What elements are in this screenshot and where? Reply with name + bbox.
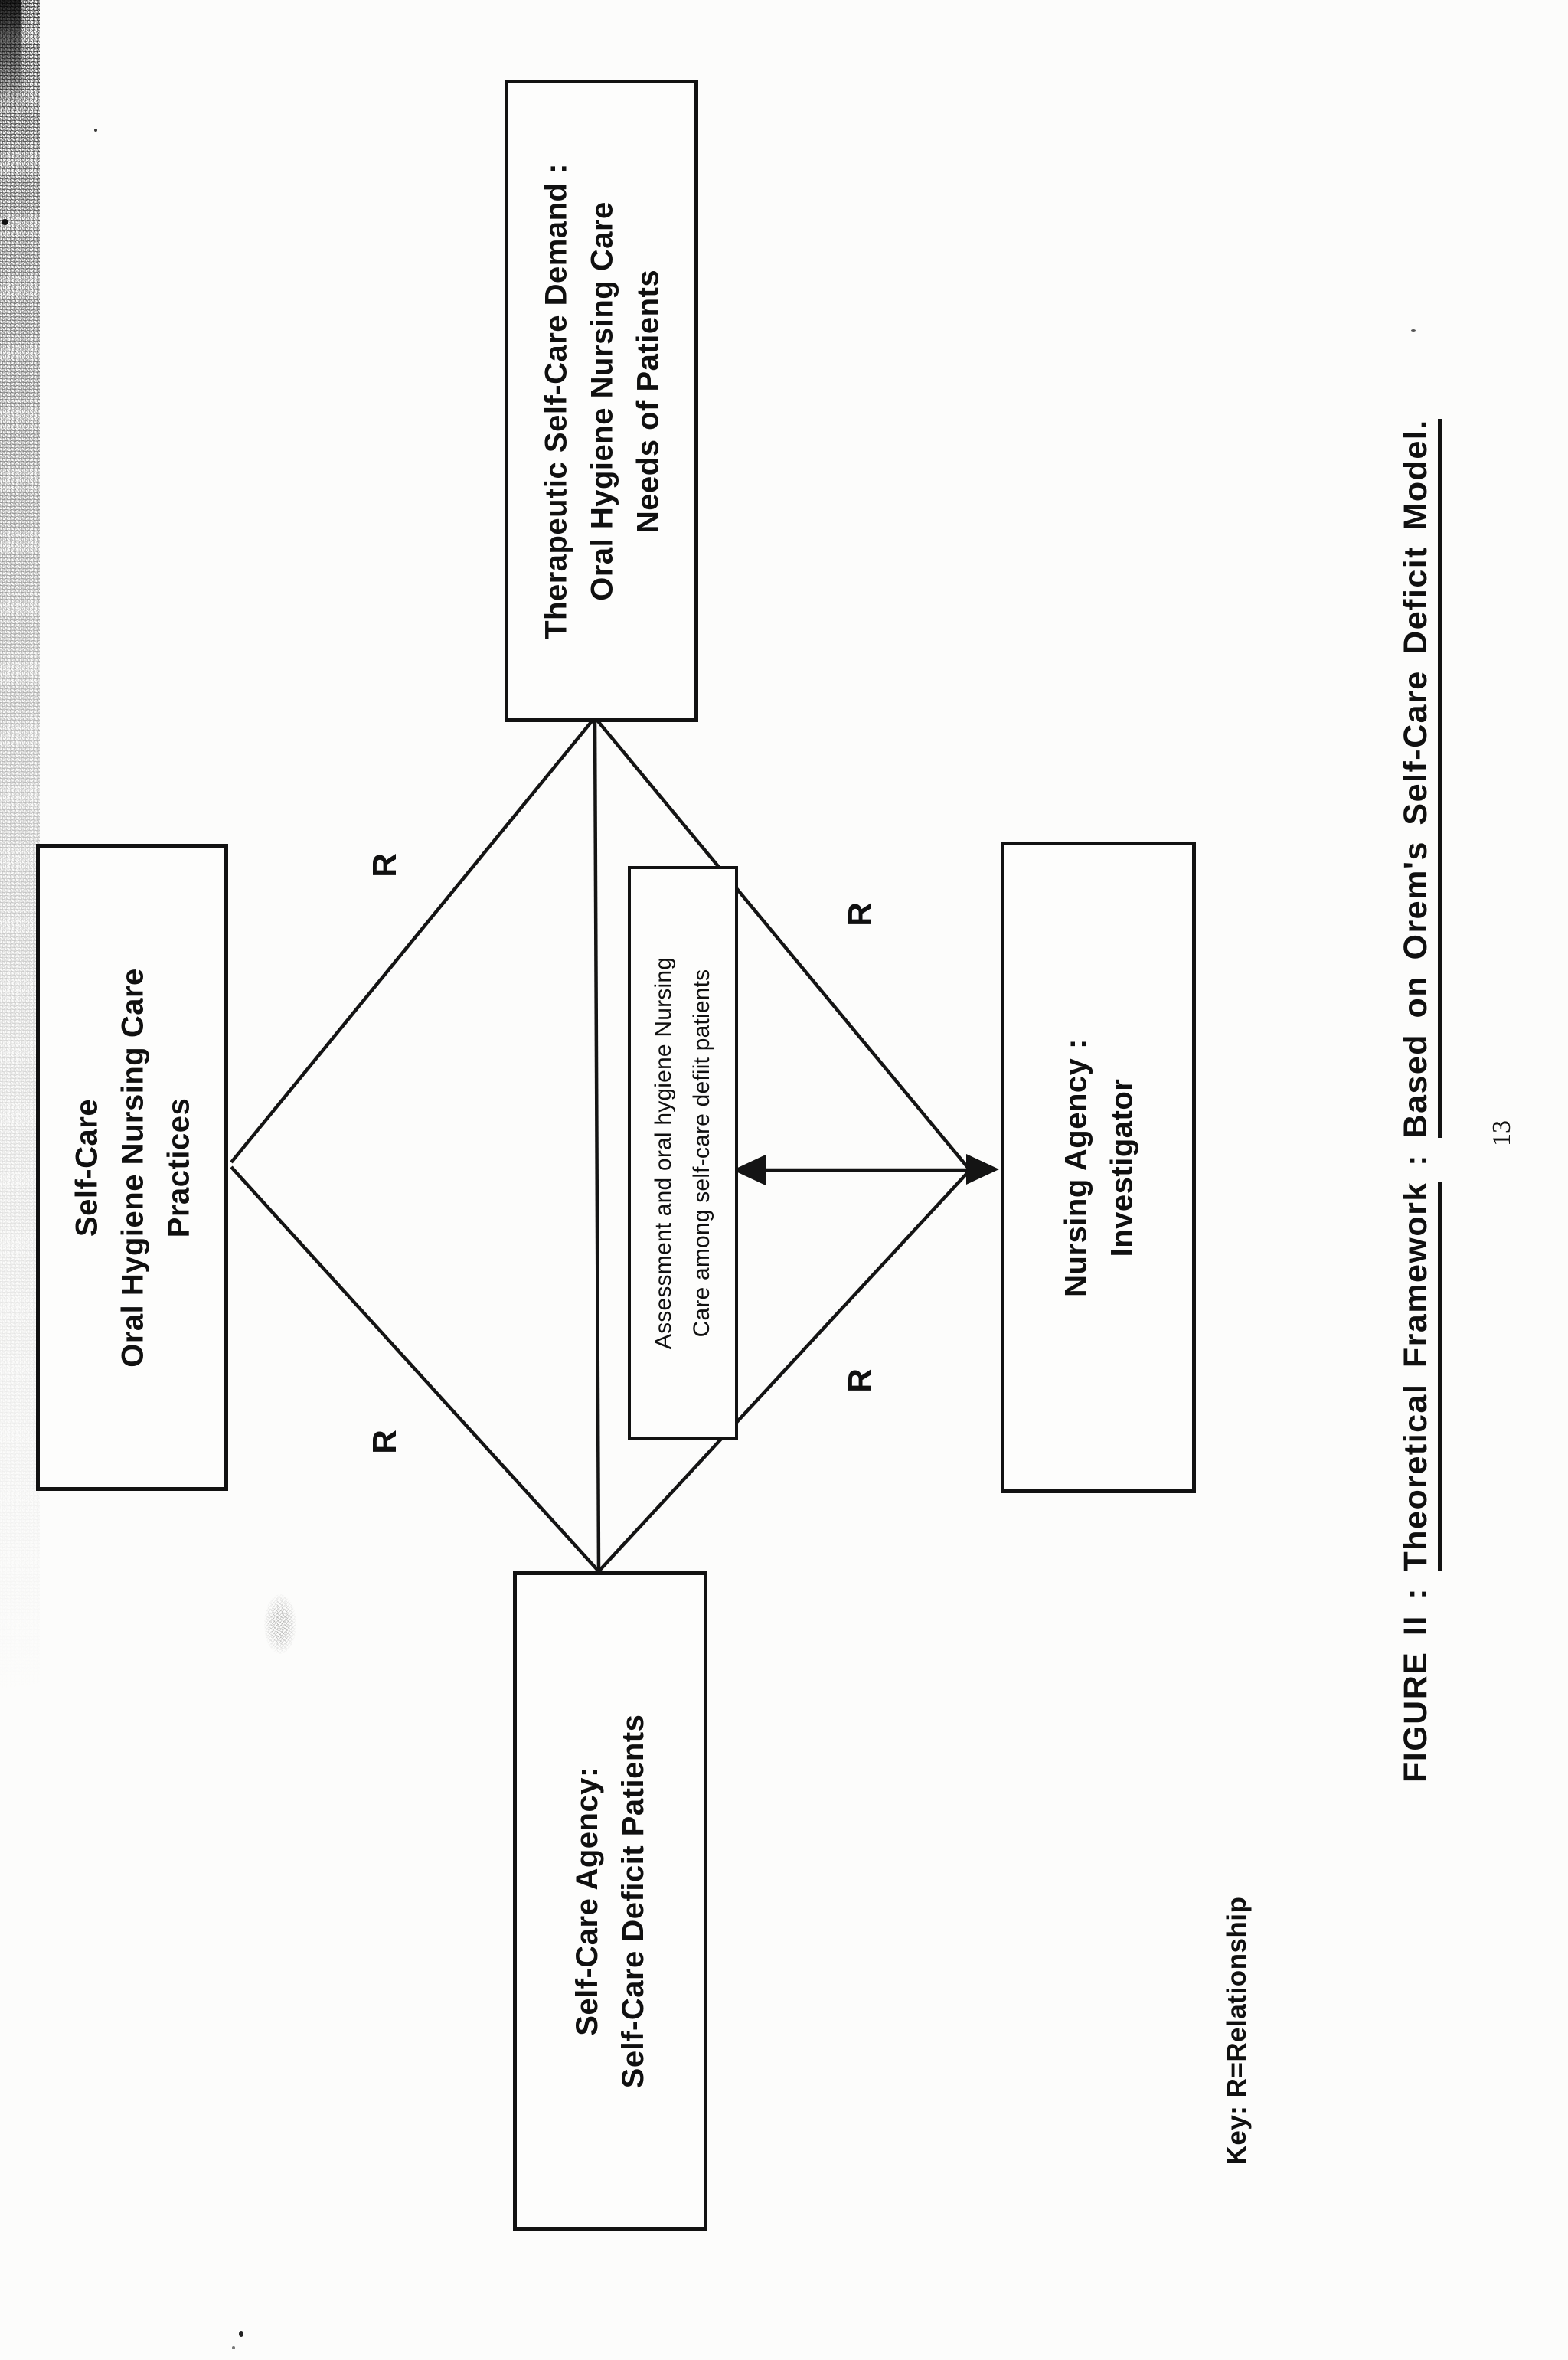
box-text-line: Needs of Patients: [630, 269, 665, 533]
scan-corner-blob: [0, 0, 21, 115]
box-text-line: Oral Hygiene Nursing Care: [115, 967, 149, 1368]
box-text-line: Practices: [161, 1097, 195, 1237]
box-text-block: Self-Care Agency: Self-Care Deficit Pati…: [526, 1584, 694, 2218]
box-text-line: Therapeutic Self-Care Demand :: [538, 162, 573, 639]
page-number-text: 13: [1488, 1120, 1516, 1146]
box-text-line: Self-Care: [69, 1098, 103, 1237]
relationship-label-top-left: R: [366, 853, 403, 878]
key-note-text: Key: R=Relationship: [1222, 1896, 1252, 2166]
box-nursing-agency: Nursing Agency : Investigator: [1001, 842, 1196, 1493]
scan-speck: [2, 219, 8, 225]
key-note: Key: R=Relationship: [1216, 1852, 1259, 2210]
figure-caption-text: FIGURE II : Theoretical Framework : Base…: [1340, 320, 1442, 1976]
box-self-care-agency: Self-Care Agency: Self-Care Deficit Pati…: [513, 1571, 707, 2231]
line-right-to-bottom: [597, 1169, 971, 1573]
arrowhead-left-icon: [733, 1155, 766, 1185]
scan-noise-left-edge: [0, 0, 40, 1838]
relationship-label-top-right: R: [841, 902, 879, 927]
figure-caption: FIGURE II : Theoretical Framework : Base…: [1340, 320, 1442, 1976]
box-text-block: Assessment and oral hygiene Nursing Care…: [635, 878, 730, 1429]
box-text-line: Assessment and oral hygiene Nursing: [651, 956, 676, 1350]
scan-speck: [1411, 329, 1416, 332]
arrowhead-right-icon: [966, 1154, 999, 1185]
line-left-to-bottom: [230, 1165, 600, 1573]
box-text-block: Self-Care Oral Hygiene Nursing Care Prac…: [49, 857, 215, 1478]
scan-smudge: [264, 1594, 296, 1654]
box-therapeutic-self-care-demand: Therapeutic Self-Care Demand : Oral Hygi…: [505, 80, 698, 722]
caption-title-part1: Theoretical Framework: [1397, 1182, 1442, 1572]
box-text-line: Investigator: [1104, 1078, 1138, 1257]
scan-speck: [239, 2331, 243, 2337]
line-top-to-bottom-vertical: [593, 717, 601, 1572]
box-text-line: Oral Hygiene Nursing Care: [584, 201, 619, 601]
box-text-line: Self-Care Deficit Patients: [616, 1714, 650, 2088]
box-text-line: Care among self-care defiit patients: [689, 969, 714, 1338]
line-top-to-left: [230, 716, 596, 1164]
caption-separator: :: [1397, 1138, 1434, 1182]
caption-title-part2: Based on Orem's Self-Care Deficit Model.: [1397, 419, 1442, 1139]
box-assessment-note: Assessment and oral hygiene Nursing Care…: [628, 866, 738, 1440]
caption-separator: :: [1397, 1571, 1434, 1616]
caption-figure-label: FIGURE II: [1397, 1615, 1434, 1783]
scan-speck: [232, 2346, 235, 2349]
box-text-line: Self-Care Agency:: [570, 1766, 604, 2036]
box-text-block: Nursing Agency : Investigator: [1014, 855, 1183, 1480]
page-number: 13: [1485, 1112, 1519, 1155]
box-self-care-practices: Self-Care Oral Hygiene Nursing Care Prac…: [36, 844, 228, 1491]
box-text-block: Therapeutic Self-Care Demand : Oral Hygi…: [518, 93, 685, 709]
relationship-label-bottom-right: R: [841, 1368, 879, 1393]
scan-speck: [94, 129, 97, 132]
relationship-label-bottom-left: R: [366, 1430, 403, 1454]
box-text-line: Nursing Agency :: [1058, 1038, 1093, 1297]
line-top-to-right: [593, 716, 971, 1171]
